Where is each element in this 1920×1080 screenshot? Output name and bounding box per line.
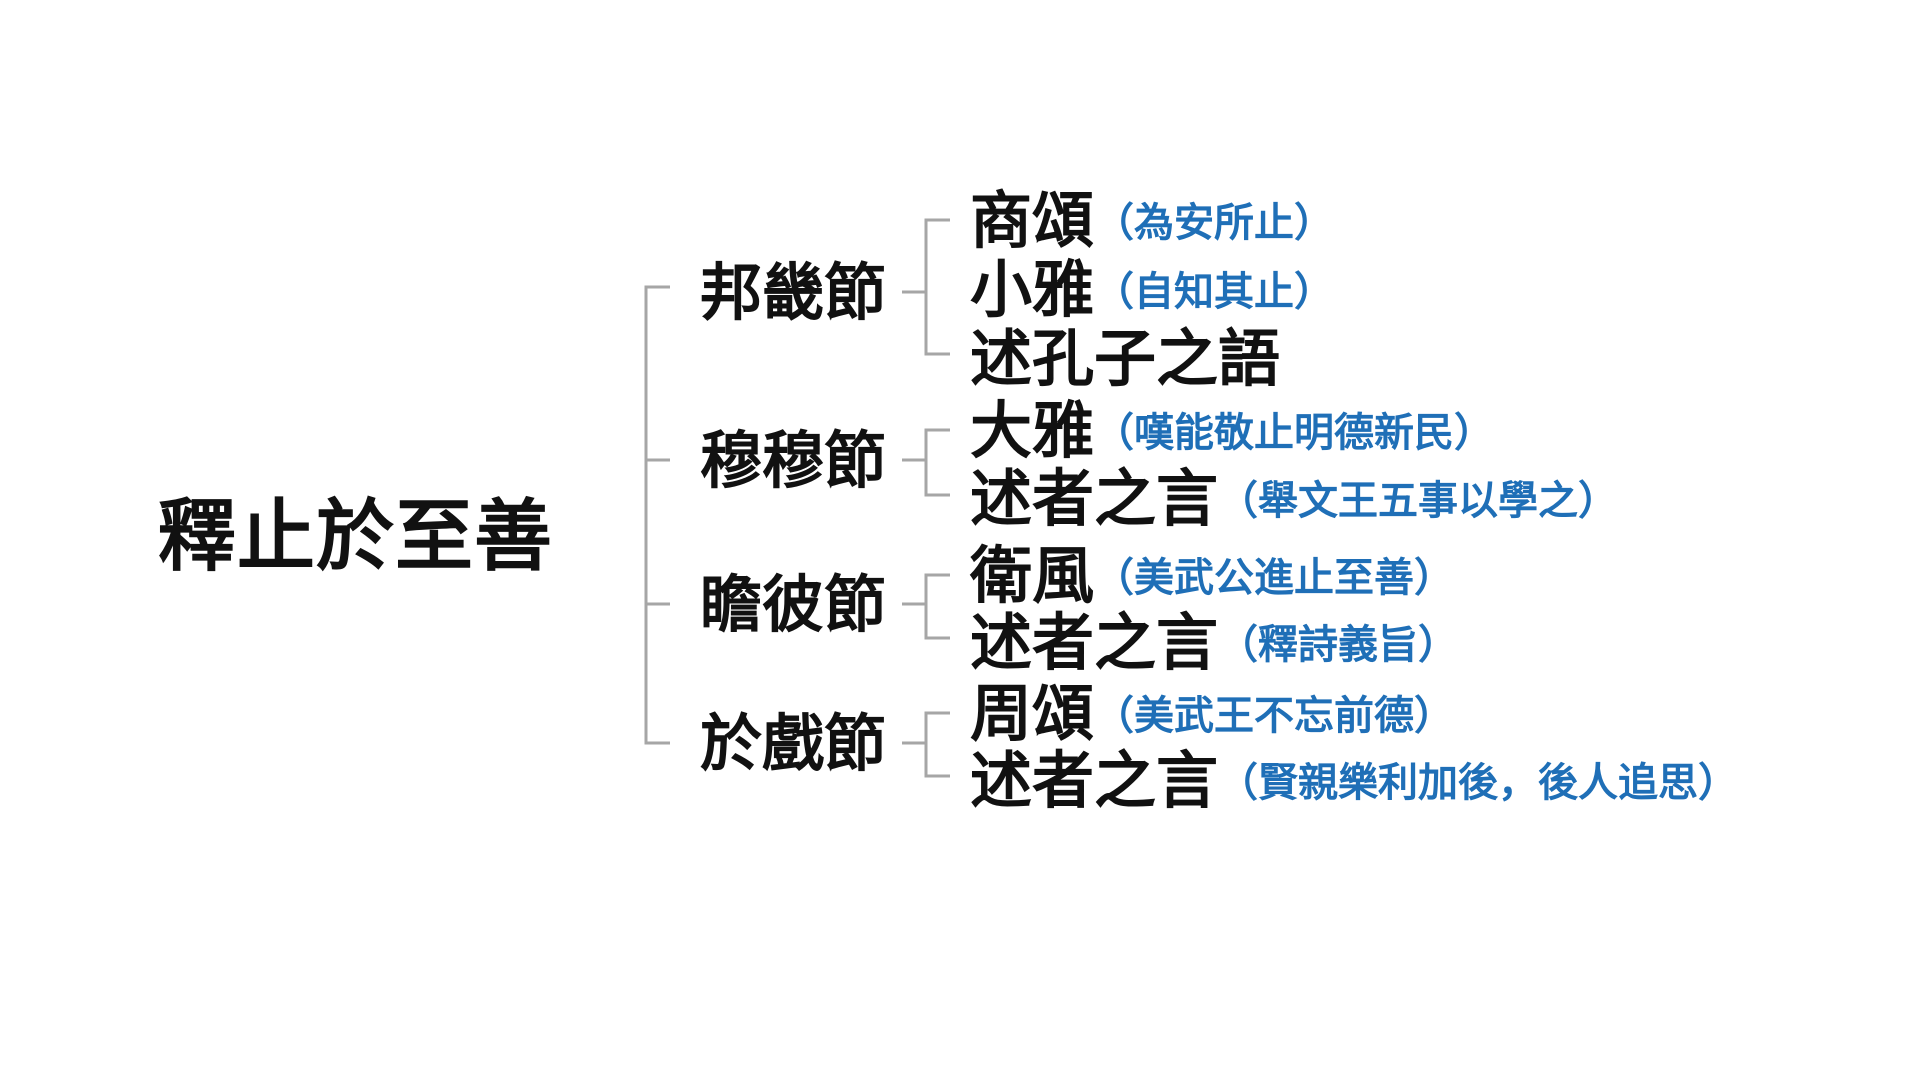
section-title: 邦畿節: [700, 256, 887, 329]
root-bracket: [644, 285, 670, 745]
leaf-item: 大雅（嘆能敬止明德新民）: [970, 400, 1494, 462]
root-title: 釋止於至善: [158, 491, 554, 582]
leaf-item: 述者之言（賢親樂利加後，後人追思）: [970, 750, 1738, 812]
leaf-item: 商頌（為安所止）: [970, 190, 1334, 252]
leaf-item: 述孔子之語: [970, 328, 1280, 390]
leaf-text: 周頌: [970, 677, 1095, 750]
leaf-note: （美武公進止至善）: [1094, 554, 1455, 601]
leaf-note: （嘆能敬止明德新民）: [1094, 409, 1495, 456]
leaf-text: 述者之言: [970, 744, 1219, 817]
leaf-note: （舉文王五事以學之）: [1218, 477, 1619, 524]
section-title: 瞻彼節: [700, 568, 887, 641]
leaf-text: 衛風: [970, 539, 1095, 612]
leaf-note: （美武王不忘前德）: [1094, 692, 1455, 739]
section-4-bracket: [902, 711, 950, 778]
leaf-note: （賢親樂利加後，後人追思）: [1218, 759, 1739, 806]
leaf-text: 述者之言: [970, 606, 1219, 679]
section-1-bracket: [902, 218, 950, 356]
leaf-item: 衛風（美武公進止至善）: [970, 545, 1454, 607]
leaf-text: 小雅: [970, 253, 1095, 326]
leaf-item: 周頌（美武王不忘前德）: [970, 683, 1454, 745]
leaf-note: （為安所止）: [1094, 199, 1335, 246]
leaf-item: 小雅（自知其止）: [970, 259, 1334, 321]
leaf-text: 大雅: [970, 394, 1095, 467]
leaf-item: 述者之言（舉文王五事以學之）: [970, 468, 1618, 530]
section-title: 穆穆節: [700, 424, 887, 497]
section-2-bracket: [902, 428, 950, 497]
section-3-bracket: [902, 573, 950, 640]
leaf-text: 述者之言: [970, 462, 1219, 535]
section-title: 於戲節: [700, 707, 887, 780]
leaf-text: 商頌: [970, 184, 1095, 257]
leaf-note: （釋詩義旨）: [1218, 621, 1459, 668]
leaf-text: 述孔子之語: [970, 322, 1281, 395]
leaf-item: 述者之言（釋詩義旨）: [970, 612, 1458, 674]
leaf-note: （自知其止）: [1094, 268, 1335, 315]
